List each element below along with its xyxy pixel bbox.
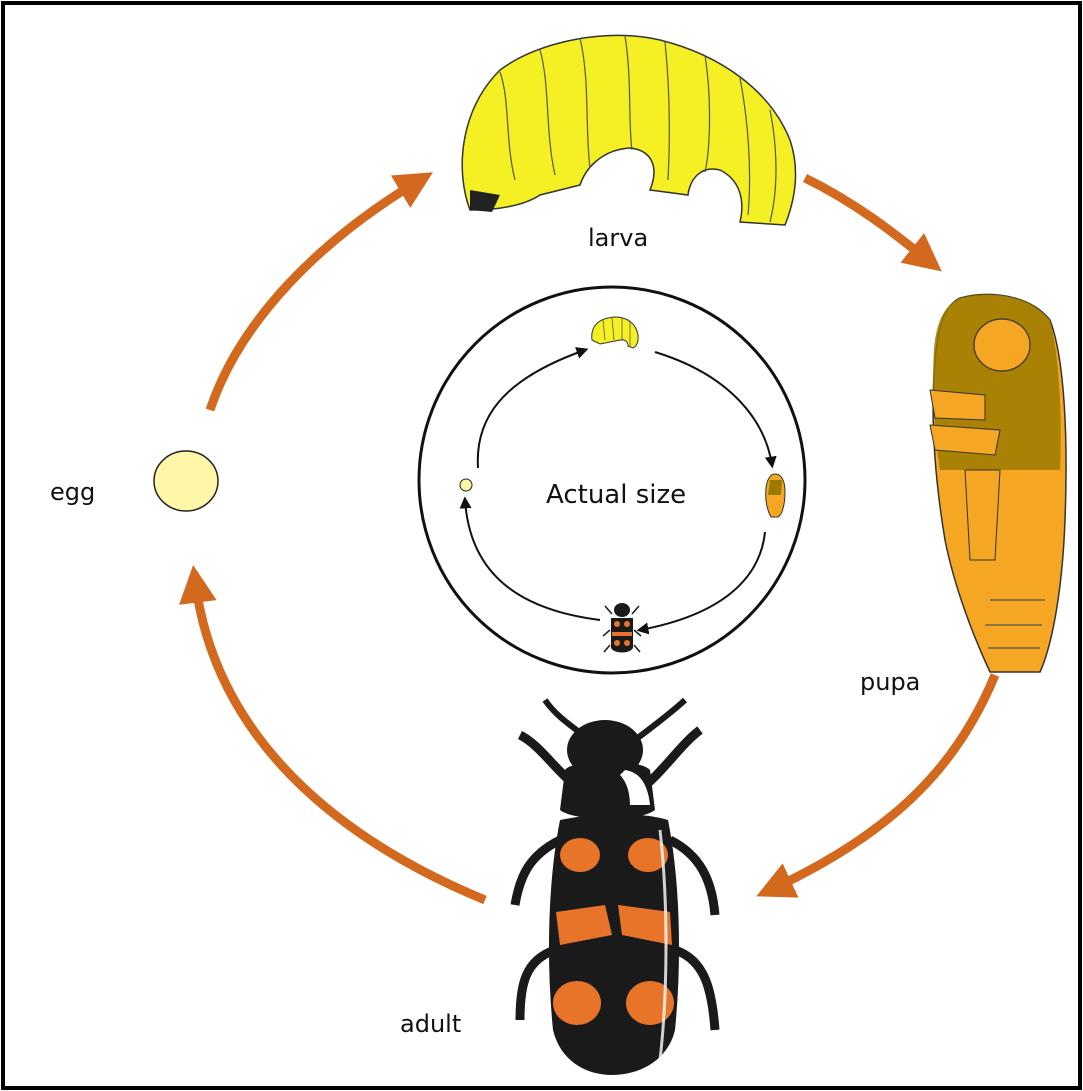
small-arrow-pupa-to-adult xyxy=(640,532,765,630)
egg-illustration xyxy=(154,451,218,511)
label-egg: egg xyxy=(50,480,95,504)
larva-illustration xyxy=(462,35,795,225)
small-larva xyxy=(592,317,638,348)
small-adult xyxy=(603,603,641,653)
arrow-larva-to-pupa xyxy=(805,178,930,262)
label-adult: adult xyxy=(400,1012,461,1036)
label-larva: larva xyxy=(588,226,648,250)
pupa-illustration xyxy=(930,294,1066,672)
adult-beetle-illustration xyxy=(515,700,715,1075)
arrow-pupa-to-adult xyxy=(770,675,995,890)
label-actual-size: Actual size xyxy=(546,482,686,508)
small-egg xyxy=(460,479,472,491)
label-pupa: pupa xyxy=(860,670,920,694)
small-arrow-larva-to-pupa xyxy=(655,352,772,465)
arrow-egg-to-larva xyxy=(210,180,420,410)
small-arrow-egg-to-larva xyxy=(478,350,585,468)
small-arrow-adult-to-egg xyxy=(465,500,600,620)
arrow-adult-to-egg xyxy=(195,580,485,900)
small-pupa xyxy=(766,474,785,517)
